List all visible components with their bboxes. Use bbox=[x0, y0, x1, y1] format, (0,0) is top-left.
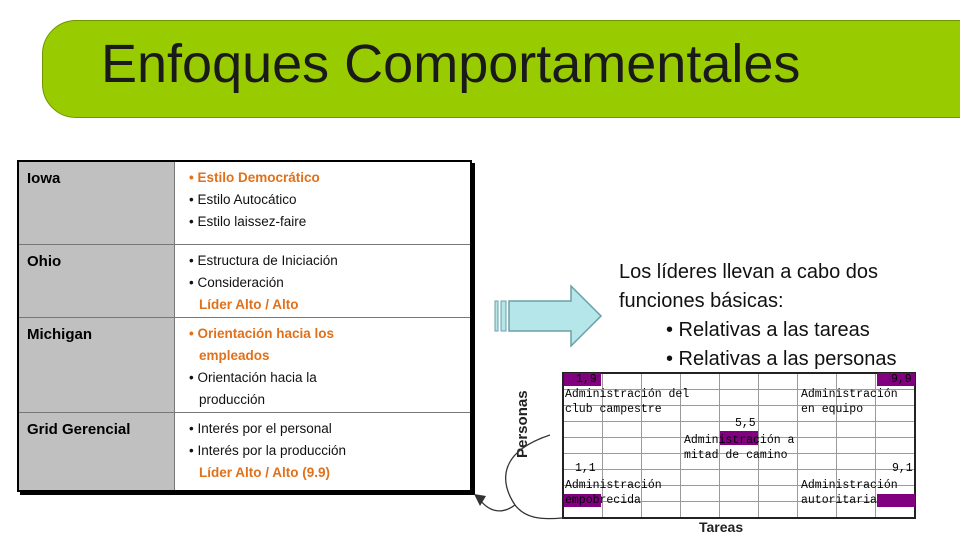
grid-cell bbox=[758, 405, 799, 422]
grid-row bbox=[562, 372, 916, 390]
grid-mark bbox=[564, 494, 601, 507]
grid-cell bbox=[601, 437, 642, 454]
grid-style-label: empobrecida bbox=[565, 494, 641, 507]
grid-row bbox=[562, 485, 916, 502]
theory-name: Iowa bbox=[17, 160, 175, 245]
grid-style-label: en equipo bbox=[801, 403, 864, 416]
grid-row bbox=[562, 421, 916, 438]
leadership-theories-table: Iowa • Estilo Democrático • Estilo Autocá… bbox=[17, 160, 472, 492]
theory-item: • Estilo laissez-faire bbox=[189, 214, 307, 229]
theory-item: • Interés por el personal bbox=[189, 420, 332, 436]
grid-mark bbox=[877, 373, 915, 386]
grid-x-axis-label: Tareas bbox=[699, 519, 744, 535]
title-banner bbox=[42, 20, 960, 118]
theory-items: • Estructura de Iniciación • Consideració… bbox=[174, 243, 472, 318]
theory-item: • Orientación hacia la bbox=[189, 369, 317, 385]
grid-cell bbox=[758, 469, 799, 486]
theory-items: • Orientación hacia los empleados • Orient… bbox=[174, 316, 472, 413]
theory-item: producción bbox=[199, 391, 266, 407]
grid-mark bbox=[877, 494, 915, 507]
right-arrow-icon bbox=[494, 284, 603, 348]
grid-row bbox=[562, 469, 916, 486]
grid-style-label: Administración bbox=[565, 479, 662, 492]
grid-cell bbox=[797, 437, 838, 454]
grid-cell bbox=[679, 501, 720, 519]
grid-style-label: Administración del bbox=[565, 388, 690, 401]
grid-mark bbox=[564, 373, 601, 386]
grid-cell bbox=[640, 501, 681, 519]
grid-cell bbox=[718, 372, 760, 390]
functions-intro-line: Los líderes llevan a cabo dos bbox=[619, 261, 879, 283]
grid-score-5-5: 5,5 bbox=[735, 417, 756, 430]
grid-cell bbox=[836, 437, 877, 454]
basic-functions: Los líderes llevan a cabo dos funciones … bbox=[619, 258, 896, 374]
grid-cell bbox=[758, 389, 799, 406]
theory-item: Líder Alto / Alto bbox=[199, 296, 299, 312]
grid-cell bbox=[797, 453, 838, 470]
grid-cell bbox=[718, 389, 760, 406]
grid-cell bbox=[640, 453, 681, 470]
grid-cell bbox=[758, 485, 799, 502]
grid-cell bbox=[718, 469, 760, 486]
grid-cell bbox=[875, 421, 916, 438]
grid-cell bbox=[797, 421, 838, 438]
theory-item: • Estilo Democrático bbox=[189, 170, 320, 185]
grid-score-9-9: 9,9 bbox=[891, 373, 912, 386]
grid-mark bbox=[720, 431, 758, 445]
grid-cell bbox=[640, 421, 681, 438]
grid-cell bbox=[875, 405, 916, 422]
grid-style-label: club campestre bbox=[565, 403, 662, 416]
grid-cell bbox=[679, 469, 720, 486]
function-item: • Relativas a las tareas bbox=[666, 319, 870, 341]
theory-name: Ohio bbox=[17, 243, 175, 318]
grid-style-label: Administración bbox=[801, 479, 898, 492]
managerial-grid bbox=[562, 372, 916, 519]
grid-cell bbox=[758, 372, 799, 390]
theory-item: • Consideración bbox=[189, 274, 284, 290]
connector-curve bbox=[474, 434, 563, 520]
theory-items: • Interés por el personal • Interés por l… bbox=[174, 411, 472, 492]
grid-cell bbox=[640, 437, 681, 454]
grid-score-9-1: 9,1 bbox=[892, 462, 913, 475]
theory-item: • Estructura de Iniciación bbox=[189, 252, 338, 268]
grid-cell bbox=[718, 501, 760, 519]
grid-row bbox=[562, 501, 916, 519]
theory-item: empleados bbox=[199, 347, 270, 363]
table-row: Grid Gerencial • Interés por el personal… bbox=[17, 411, 472, 492]
grid-cell bbox=[679, 405, 720, 422]
grid-style-label: mitad de camino bbox=[684, 449, 788, 462]
grid-cell bbox=[758, 501, 799, 519]
table-row: Iowa • Estilo Democrático • Estilo Autocá… bbox=[17, 160, 472, 245]
table-row: Ohio • Estructura de Iniciación • Conside… bbox=[17, 243, 472, 318]
grid-style-label: autoritaria bbox=[801, 494, 877, 507]
function-item: • Relativas a las personas bbox=[666, 348, 897, 370]
theory-name: Michigan bbox=[17, 316, 175, 413]
functions-intro-line: funciones básicas: bbox=[619, 290, 784, 312]
grid-cell bbox=[836, 421, 877, 438]
page-title: Enfoques Comportamentales bbox=[101, 34, 801, 94]
theory-item: • Orientación hacia los bbox=[189, 325, 335, 341]
grid-cell bbox=[679, 485, 720, 502]
grid-style-label: Administración a bbox=[684, 434, 795, 447]
grid-row bbox=[562, 453, 916, 470]
theory-name: Grid Gerencial bbox=[17, 411, 175, 492]
grid-score-1-1: 1,1 bbox=[575, 462, 596, 475]
grid-row bbox=[562, 389, 916, 406]
theory-item: Líder Alto / Alto (9.9) bbox=[199, 464, 330, 480]
grid-cell bbox=[718, 485, 760, 502]
grid-style-label: Administración bbox=[801, 388, 898, 401]
theory-item: • Interés por la producción bbox=[189, 442, 347, 458]
grid-cell bbox=[601, 453, 642, 470]
table-row: Michigan • Orientación hacia los empleado… bbox=[17, 316, 472, 413]
grid-cell bbox=[875, 437, 916, 454]
grid-cell bbox=[836, 453, 877, 470]
grid-cell bbox=[601, 421, 642, 438]
theory-items: • Estilo Democrático • Estilo Autocático •… bbox=[174, 160, 472, 245]
theory-item: • Estilo Autocático bbox=[189, 192, 297, 207]
grid-score-1-9: 1,9 bbox=[576, 373, 597, 386]
